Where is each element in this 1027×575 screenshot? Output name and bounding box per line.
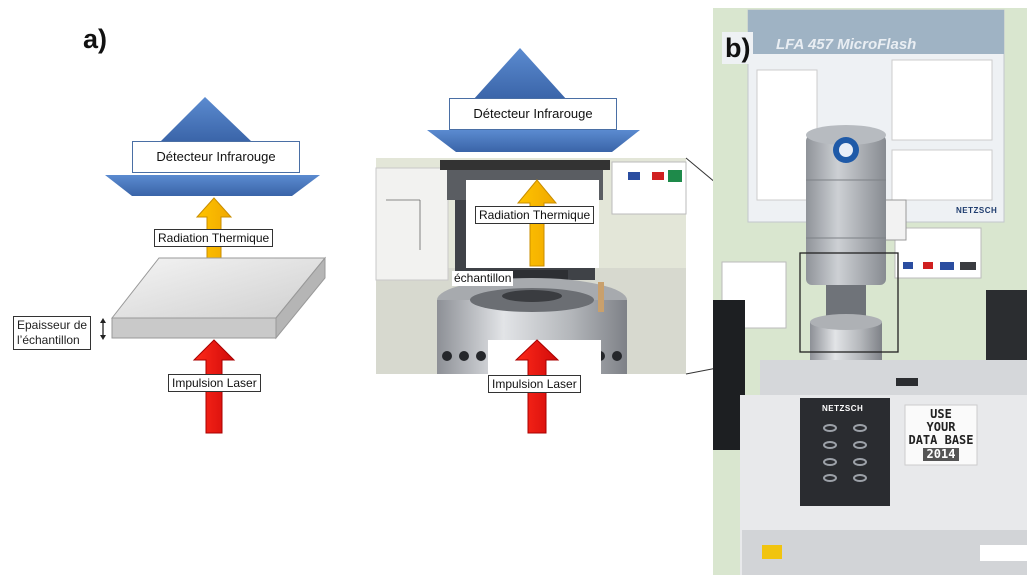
poster-title: LFA 457 MicroFlash (776, 36, 917, 53)
stamp-line2: YOUR (926, 420, 956, 434)
database-stamp: USE YOUR DATA BASE 2014 (906, 408, 976, 461)
panel-a-radiation-label: Radiation Thermique (154, 229, 274, 247)
panel-a-sample-slab (110, 256, 327, 340)
panel-a-label: a) (83, 24, 108, 54)
middle-laser-label: Impulsion Laser (488, 375, 581, 393)
thickness-label-line2: l’échantillon (17, 333, 80, 347)
stamp-line1: USE (930, 407, 952, 421)
panel-a-laser-label: Impulsion Laser (168, 374, 261, 392)
thickness-label-line1: Epaisseur de (17, 318, 88, 332)
middle-detector (427, 48, 640, 152)
panel-b-zoom-box (799, 252, 899, 353)
stamp-year: 2014 (922, 448, 960, 461)
middle-detector-label: Détecteur Infrarouge (449, 98, 617, 130)
panel-a-thickness-label: Epaisseur de l’échantillon (13, 316, 92, 350)
panel-b-photo (713, 8, 1027, 575)
panel-b-label: b) (722, 32, 754, 64)
panel-a-detector-label: Détecteur Infrarouge (132, 141, 300, 173)
middle-sample-label: échantillon (452, 271, 514, 286)
poster-brand: NETZSCH (956, 206, 998, 215)
panel-a-thickness-arrow (100, 318, 106, 340)
middle-radiation-label: Radiation Thermique (475, 206, 595, 224)
instrument-brand: NETZSCH (822, 404, 864, 413)
stamp-line3: DATA BASE (908, 433, 974, 447)
panel-a-detector (105, 97, 320, 196)
